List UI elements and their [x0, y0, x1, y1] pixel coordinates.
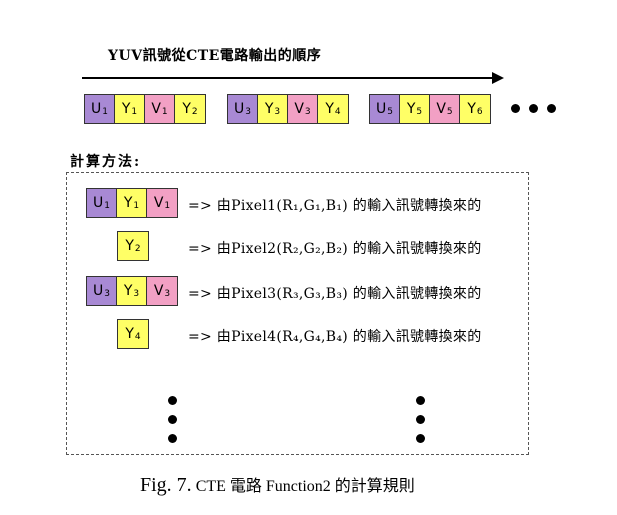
ellipsis-dot [168, 415, 177, 424]
ellipsis-dot [416, 434, 425, 443]
order-arrow-line [82, 77, 494, 79]
figure-caption: Fig. 7. CTE 電路 Function2 的計算規則 [140, 472, 415, 497]
ellipsis-dot [168, 396, 177, 405]
figure-number: Fig. 7. [140, 474, 192, 496]
order-arrow-head [492, 72, 504, 84]
method-label: 計算方法: [70, 154, 142, 170]
method-row-1-text: => 由Pixel1(R₁,G₁,B₁) 的輸入訊號轉換來的 [188, 198, 482, 214]
method-box [66, 172, 529, 455]
ellipsis-dot [529, 104, 538, 113]
diagram-title: YUV訊號從CTE電路輸出的順序 [108, 48, 322, 64]
method-row-3-text: => 由Pixel3(R₃,G₃,B₃) 的輸入訊號轉換來的 [188, 286, 482, 302]
ellipsis-dot [511, 104, 520, 113]
ellipsis-dot [547, 104, 556, 113]
method-row-2-text: => 由Pixel2(R₂,G₂,B₂) 的輸入訊號轉換來的 [188, 241, 482, 257]
method-row-4-text: => 由Pixel4(R₄,G₄,B₄) 的輸入訊號轉換來的 [188, 329, 482, 345]
figure-caption-text: CTE 電路 Function2 的計算規則 [195, 478, 415, 495]
ellipsis-dot [168, 434, 177, 443]
ellipsis-dot [416, 415, 425, 424]
ellipsis-dot [416, 396, 425, 405]
